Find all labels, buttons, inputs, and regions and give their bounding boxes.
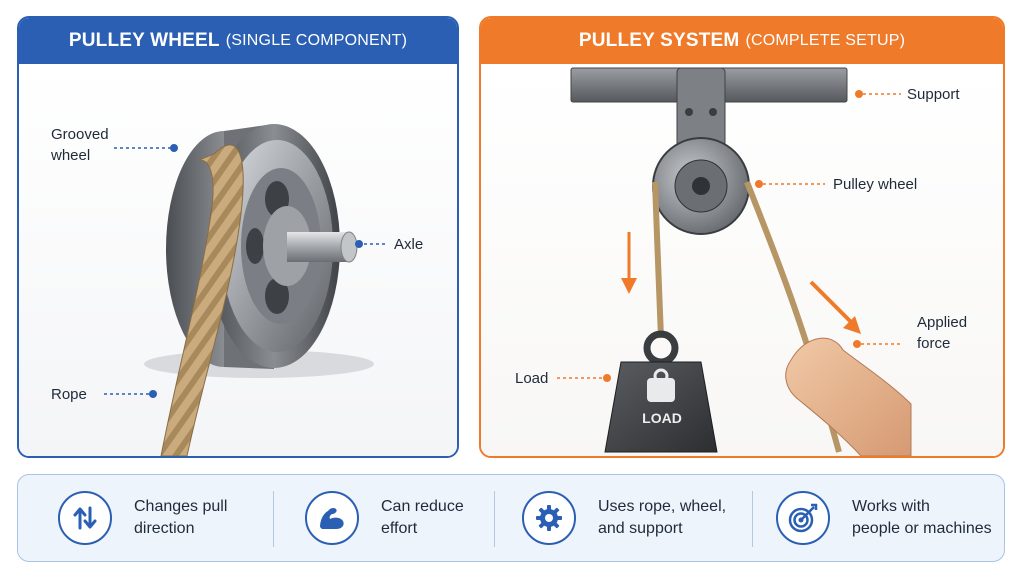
applied-force-arrow-head (843, 316, 861, 334)
pulley-system-illustration (557, 67, 912, 456)
weight-handle (643, 330, 679, 366)
grooved-wheel-label-line1: Grooved (51, 126, 109, 143)
support-dot (855, 90, 863, 98)
feature-line2: people or machines (852, 520, 992, 537)
pulley-system-header: PULLEY SYSTEM (COMPLETE SETUP) (481, 18, 1003, 64)
feature-line2: direction (134, 520, 195, 537)
flexed-arm-icon (305, 491, 359, 545)
feature-divider (494, 491, 495, 547)
pulley-system-subtitle: (COMPLETE SETUP) (745, 32, 906, 49)
feature-line1: Can reduce (381, 498, 464, 515)
feature-reduce-effort: Can reduce effort (305, 475, 464, 561)
feature-text: Changes pull direction (134, 496, 227, 540)
support-label: Support (907, 86, 960, 103)
pulley-wheel-illustration (104, 124, 386, 456)
grooved-wheel-label: Grooved wheel (51, 124, 109, 166)
pulley-system-title: PULLEY SYSTEM (578, 30, 740, 51)
grooved-wheel-label-line2: wheel (51, 147, 91, 164)
pulley-wheel-panel: PULLEY WHEEL (SINGLE COMPONENT) (17, 16, 459, 458)
feature-text: Uses rope, wheel, and support (598, 496, 726, 540)
feature-text: Works with people or machines (852, 496, 992, 540)
axle-end (340, 231, 358, 263)
spoke-hole (265, 278, 289, 314)
gear-icon (522, 491, 576, 545)
pulley-system-panel: PULLEY SYSTEM (COMPLETE SETUP) (479, 16, 1005, 458)
pulley-bracket (676, 67, 726, 149)
applied-force-arrow (809, 280, 853, 324)
pulley-wheel-dot (755, 180, 763, 188)
feature-text: Can reduce effort (381, 496, 464, 540)
feature-divider (273, 491, 274, 547)
feature-works-with: Works with people or machines (776, 475, 992, 561)
load-direction-arrow-head (621, 278, 637, 294)
applied-force-label-line2: force (917, 335, 951, 352)
rope-load-side (652, 181, 664, 339)
rope-dot (149, 390, 157, 398)
pulley-wheel-illustration-area: Grooved wheel Axle Rope (19, 64, 457, 456)
applied-force-label: Applied force (917, 312, 967, 354)
weight-icon (647, 378, 675, 402)
weight-text: LOAD (642, 410, 682, 426)
target-icon (776, 491, 830, 545)
axle-shaft (287, 232, 349, 262)
axle-label: Axle (394, 236, 424, 253)
applied-force-label-line1: Applied (917, 314, 968, 331)
spoke-hole (246, 228, 264, 264)
weight-icon-handle (653, 368, 669, 384)
pulley-wheel-label: Pulley wheel (833, 176, 918, 193)
feature-line2: and support (598, 520, 683, 537)
feature-change-direction: Changes pull direction (58, 475, 227, 561)
bracket-bolt (685, 108, 693, 116)
pulley-wheel-subtitle: (SINGLE COMPONENT) (225, 32, 408, 49)
hand (785, 337, 912, 456)
feature-line2: effort (381, 520, 418, 537)
pulley-wheel-title: PULLEY WHEEL (68, 30, 220, 51)
axle-dot (355, 240, 363, 248)
up-down-arrows-icon (58, 491, 112, 545)
rope (160, 144, 244, 456)
pulley-system-illustration-area: Support Pulley wheel Applied force Load … (481, 64, 1003, 456)
applied-force-dot (853, 340, 861, 348)
feature-line1: Uses rope, wheel, (598, 498, 727, 515)
features-bar: Changes pull direction Can reduce effort (17, 474, 1005, 562)
grooved-wheel-dot (170, 144, 178, 152)
rope-label: Rope (51, 386, 87, 403)
load-label: Load (515, 370, 549, 387)
feature-components: Uses rope, wheel, and support (522, 475, 726, 561)
pulley-wheel-header: PULLEY WHEEL (SINGLE COMPONENT) (19, 18, 457, 64)
bracket-bolt (709, 108, 717, 116)
feature-line1: Changes pull (134, 498, 228, 515)
load-weight (604, 361, 718, 453)
pulley-axle-bolt (692, 177, 710, 195)
load-dot (603, 374, 611, 382)
feature-divider (752, 491, 753, 547)
feature-line1: Works with (852, 498, 930, 515)
